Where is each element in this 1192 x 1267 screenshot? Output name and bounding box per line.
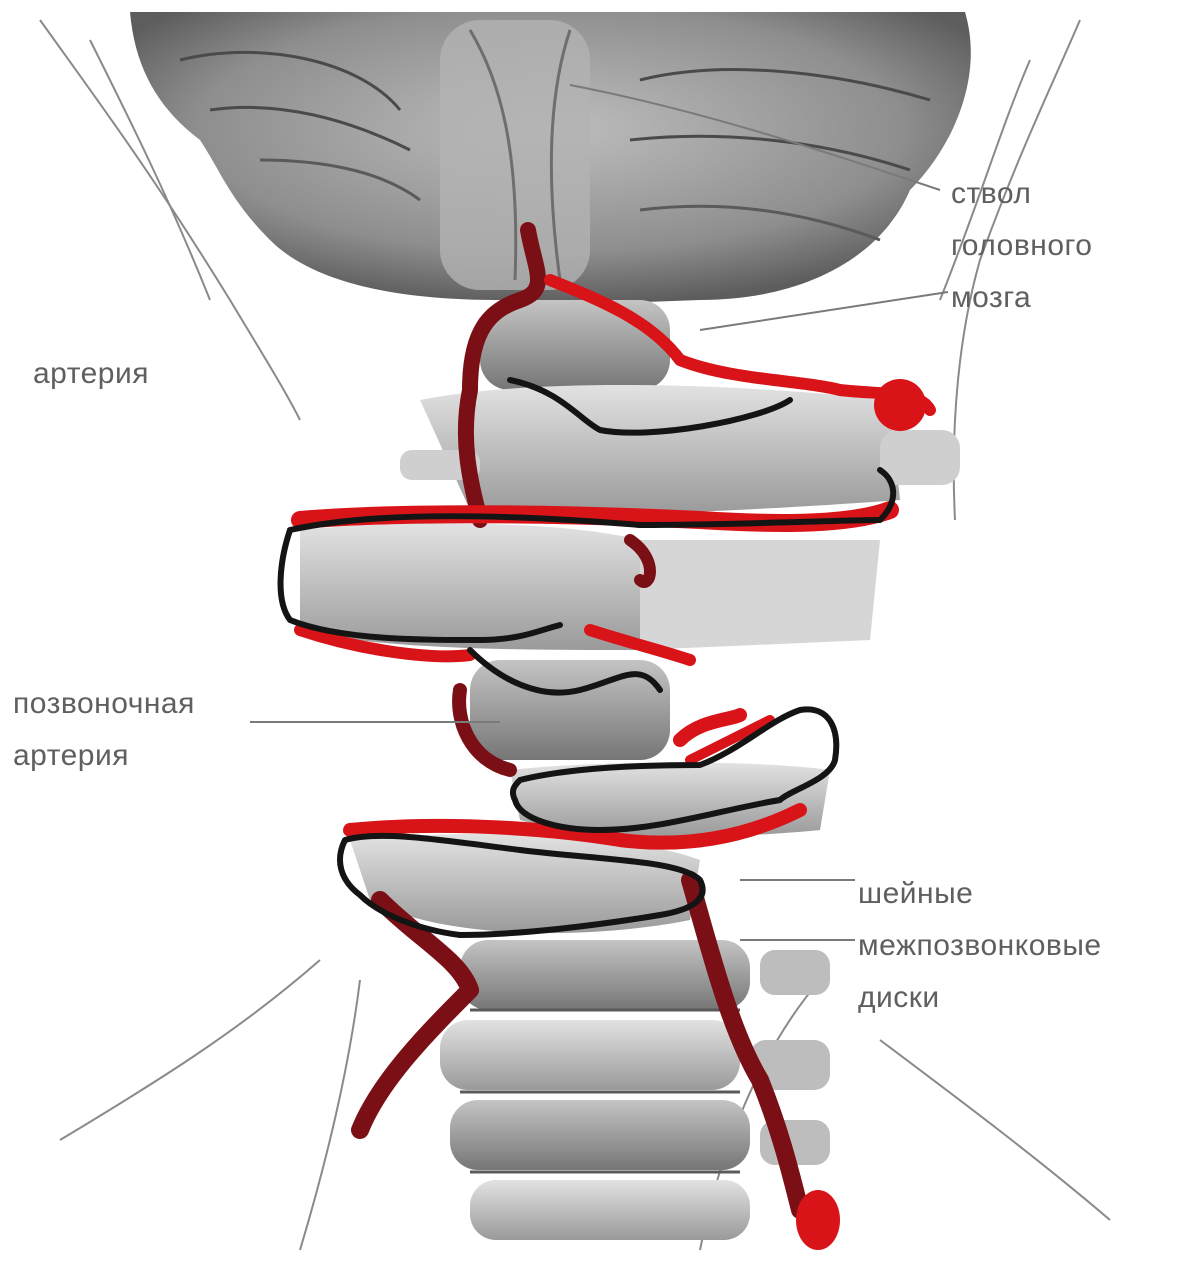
vertebral-artery-label-line1: позвоночная [13,678,195,730]
brainstem-label-line2: головного [951,220,1093,272]
artery-label: артерия [33,348,149,400]
brainstem-label-line1: ствол [951,168,1093,220]
vertebral-artery-label: позвоночная артерия [13,678,195,782]
vertebral-artery-label-line2: артерия [13,730,195,782]
artery-label-line1: артерия [33,348,149,400]
brainstem-label: ствол головного мозга [951,168,1093,324]
brainstem-label-line3: мозга [951,272,1093,324]
vertebral-column [300,300,960,1240]
cervical-discs-label-line3: диски [858,972,1102,1024]
cervical-discs-label-line1: шейные [858,868,1102,920]
cervical-discs-label-line2: межпозвонковые [858,920,1102,972]
cervical-discs-label: шейные межпозвонковые диски [858,868,1102,1024]
